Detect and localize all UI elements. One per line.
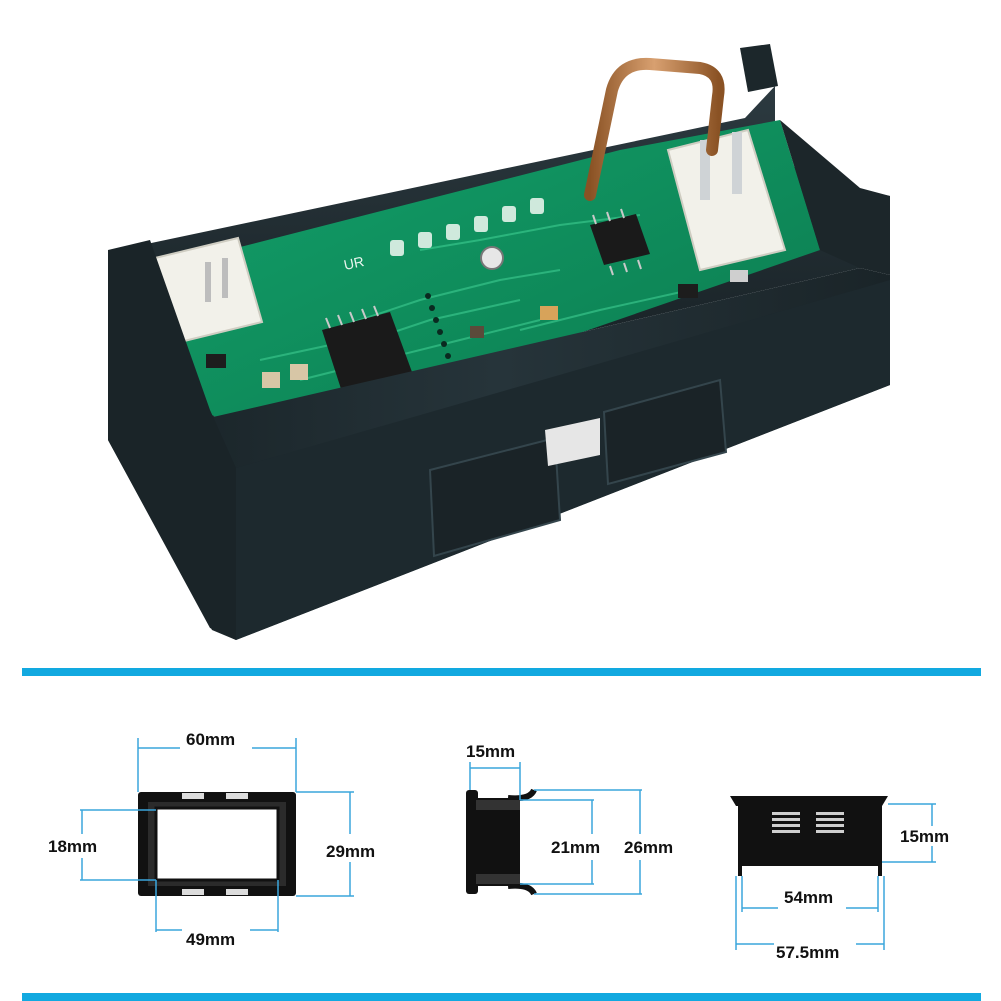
housing-right-wall [780, 120, 890, 275]
top-width-outer-label: 57.5mm [776, 943, 840, 962]
ic-chip-small [590, 208, 650, 276]
side-height-inner-label: 21mm [551, 838, 601, 857]
side-height-outer-label: 26mm [624, 838, 674, 857]
dimension-drawings [80, 738, 936, 950]
front-width-inner-label: 49mm [186, 930, 236, 949]
section-divider-top [22, 668, 981, 676]
section-divider-bottom [22, 993, 981, 1001]
top-view [730, 796, 888, 876]
housing-left-wall [108, 240, 236, 640]
side-depth-label: 15mm [466, 742, 516, 761]
led-pads-top [390, 198, 544, 256]
top-width-inner-label: 54mm [784, 888, 834, 907]
smd-components [206, 270, 748, 388]
housing-clip-tab [740, 44, 778, 92]
product-photo: UR [108, 44, 890, 640]
connector-right [666, 128, 787, 272]
shunt-wire [584, 57, 725, 201]
dimension-lines [80, 738, 936, 950]
pcb-board [150, 120, 820, 440]
trimmer-potentiometer [480, 246, 504, 270]
front-width-outer-label: 60mm [186, 730, 236, 749]
pcb-silkscreen-label: UR [342, 253, 365, 273]
front-view [138, 792, 296, 896]
top-depth-label: 15mm [900, 827, 950, 846]
side-view [466, 788, 537, 896]
front-height-inner-label: 18mm [48, 837, 98, 856]
housing-snap-clips [428, 378, 728, 558]
front-height-outer-label: 29mm [326, 842, 376, 861]
pcb-vias [425, 293, 451, 359]
